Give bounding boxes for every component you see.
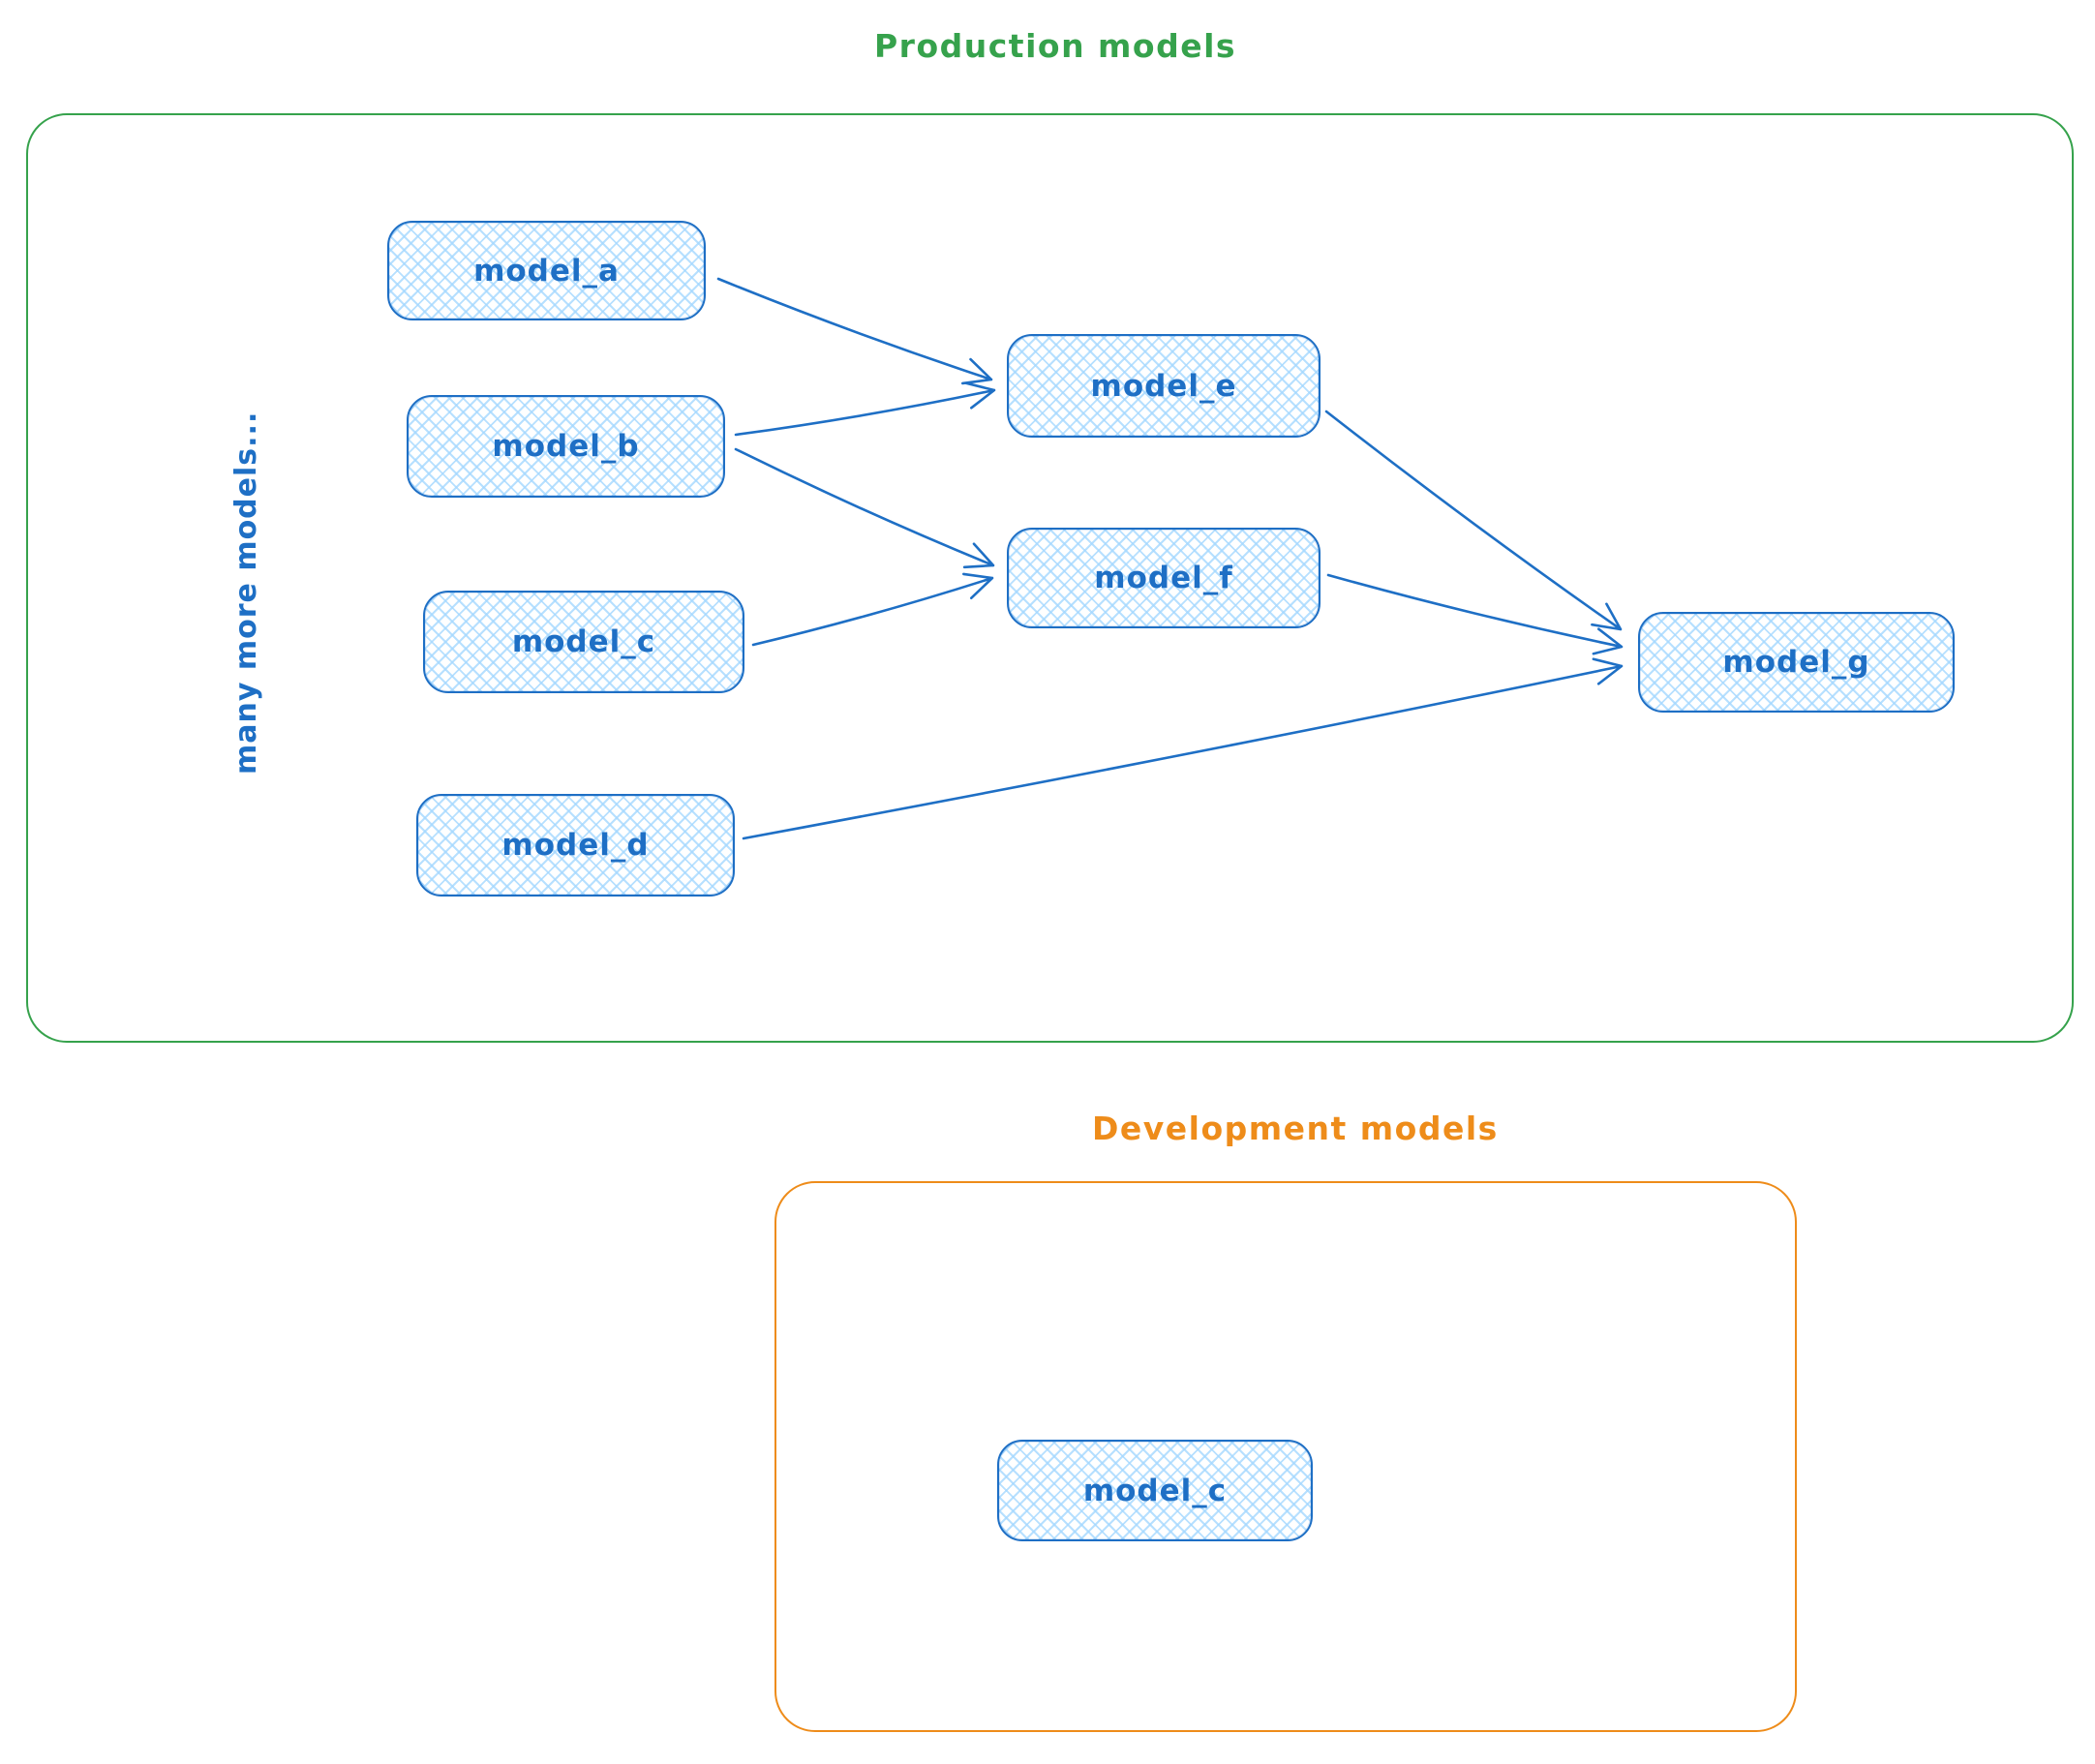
many-more-models-note: many more models... — [229, 411, 263, 775]
node-label-model-c: model_c — [511, 624, 656, 659]
node-model-b: model_b — [407, 395, 725, 498]
node-label-model-g: model_g — [1722, 645, 1870, 680]
node-dev-model-c: model_c — [997, 1440, 1313, 1541]
node-label-model-d: model_d — [501, 828, 650, 863]
node-model-a: model_a — [387, 221, 706, 320]
node-model-g: model_g — [1638, 612, 1955, 713]
node-label-model-a: model_a — [473, 253, 620, 289]
node-label-dev-model-c: model_c — [1082, 1473, 1228, 1508]
node-model-d: model_d — [416, 794, 735, 897]
node-label-model-b: model_b — [492, 429, 640, 464]
production-group — [26, 113, 2074, 1043]
node-label-model-e: model_e — [1090, 368, 1237, 404]
node-model-c: model_c — [423, 591, 744, 693]
node-model-f: model_f — [1007, 528, 1321, 628]
production-group-title: Production models — [874, 27, 1237, 65]
development-group — [774, 1181, 1797, 1732]
development-group-title: Development models — [1092, 1110, 1499, 1147]
node-label-model-f: model_f — [1094, 561, 1233, 595]
node-model-e: model_e — [1007, 334, 1321, 438]
